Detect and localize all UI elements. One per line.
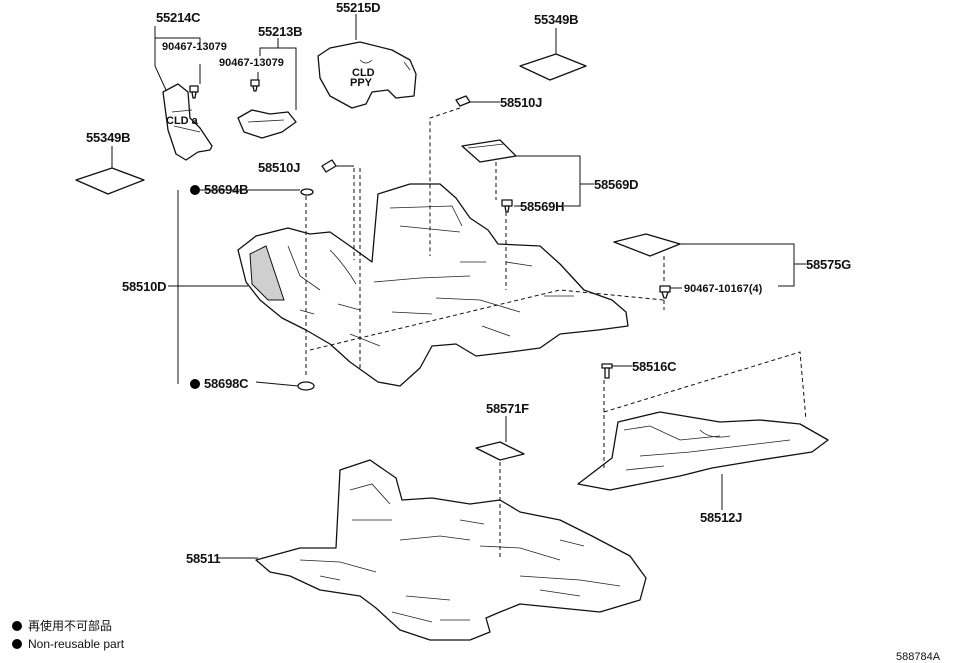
- label-58569H: 58569H: [520, 199, 564, 214]
- part-58569D: [461, 139, 517, 163]
- svg-text:PPY: PPY: [350, 77, 373, 89]
- svg-text:CLD a: CLD a: [166, 115, 199, 127]
- non-reusable-markers: [190, 185, 200, 389]
- legend-text-jp: 再使用不可部品: [28, 618, 112, 633]
- clip-58694B: [300, 188, 314, 196]
- legend-dot-2: [12, 639, 22, 649]
- label-58575G: 58575G: [806, 257, 851, 272]
- label-58510J-b: 58510J: [258, 160, 300, 175]
- diagram-reference-number: 588784A: [896, 651, 941, 663]
- clip-58510J-a: [455, 95, 500, 107]
- label-58694B: 58694B: [204, 182, 248, 197]
- fastener-90467-13079-b: [250, 79, 260, 92]
- fastener-90467-13079-a: [189, 85, 199, 99]
- part-55215D: CLD PPY: [317, 41, 417, 109]
- svg-text:CLD: CLD: [352, 67, 375, 79]
- label-58571F: 58571F: [486, 401, 529, 416]
- non-reusable-dot-58698C: [190, 379, 200, 389]
- leader-lines: [111, 14, 806, 559]
- label-55213B: 55213B: [258, 24, 302, 39]
- label-90467-13079-b: 90467-13079: [219, 57, 284, 69]
- label-58569D: 58569D: [594, 177, 638, 192]
- label-55349B-top: 55349B: [534, 12, 578, 27]
- non-reusable-dot-58694B: [190, 185, 200, 195]
- label-55349B-left: 55349B: [86, 130, 130, 145]
- part-55349B-left-plate: [75, 167, 145, 195]
- part-55213B: [237, 109, 297, 139]
- part-58511-floor-carpet: [255, 459, 647, 641]
- label-55214C: 55214C: [156, 10, 201, 25]
- clip-58698C: [297, 381, 315, 391]
- clip-58510J-b: [321, 159, 354, 173]
- clip-90467-10167: [659, 285, 671, 299]
- label-55215D: 55215D: [336, 0, 380, 15]
- label-58511: 58511: [186, 551, 220, 566]
- label-58510D: 58510D: [122, 279, 166, 294]
- legend-dot-1: [12, 621, 22, 631]
- label-58698C: 58698C: [204, 376, 249, 391]
- part-55214C: CLD a: [162, 83, 213, 161]
- part-55349B-top-plate: [519, 53, 587, 81]
- part-58575G: [613, 233, 681, 257]
- label-58510J-a: 58510J: [500, 95, 542, 110]
- label-90467-10167: 90467-10167(4): [684, 283, 763, 295]
- label-58516C: 58516C: [632, 359, 677, 374]
- clip-58516C: [601, 363, 613, 379]
- dashed-install-lines: [305, 107, 807, 560]
- clip-58569H: [501, 199, 513, 213]
- part-58512J-rear-carpet: [577, 411, 829, 491]
- label-58512J: 58512J: [700, 510, 742, 525]
- part-labels: 55214C 90467-13079 55213B 90467-13079 55…: [86, 0, 851, 566]
- part-58510D-floor-carpet: [237, 183, 629, 387]
- part-58571F: [475, 441, 525, 461]
- legend-text-en: Non-reusable part: [28, 637, 125, 651]
- legend: 再使用不可部品 Non-reusable part: [12, 618, 125, 651]
- label-90467-13079-a: 90467-13079: [162, 41, 227, 53]
